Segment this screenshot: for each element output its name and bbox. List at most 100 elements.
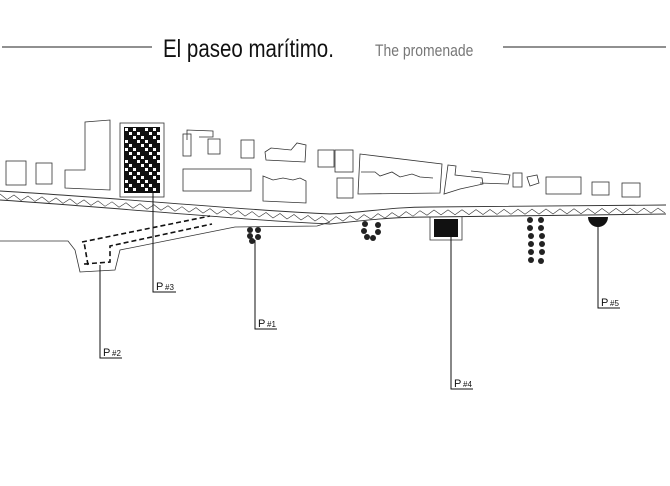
label-p5: P#5: [601, 297, 619, 309]
tree-icon: [247, 233, 253, 239]
p4-building: [434, 219, 458, 237]
label-p3: P#3: [156, 281, 174, 293]
leader-lines: [99, 192, 620, 390]
tree-icon: [249, 238, 255, 244]
svg-text:P: P: [454, 378, 461, 390]
window-cell: [157, 152, 160, 155]
window-cell: [137, 160, 140, 163]
window-cell: [153, 156, 156, 159]
window-cell: [129, 152, 132, 155]
window-cell: [141, 164, 144, 167]
window-cell: [125, 128, 128, 131]
tree-icon: [375, 229, 381, 235]
p3-building: [119, 122, 165, 198]
tree-icon: [527, 217, 533, 223]
tree-icon: [375, 222, 381, 228]
svg-text:#4: #4: [463, 380, 472, 389]
svg-text:P: P: [103, 347, 110, 359]
svg-text:#1: #1: [267, 320, 276, 329]
tree-icon: [364, 234, 370, 240]
window-cell: [133, 188, 136, 191]
window-cell: [125, 160, 128, 163]
promenade-edge: [0, 217, 463, 273]
window-cell: [141, 144, 144, 147]
window-cell: [129, 164, 132, 167]
window-cell: [129, 144, 132, 147]
window-cell: [149, 132, 152, 135]
window-cell: [145, 128, 148, 131]
window-cell: [157, 160, 160, 163]
tree-icon: [539, 249, 545, 255]
svg-text:#5: #5: [610, 299, 619, 308]
window-cell: [125, 148, 128, 151]
tree-icon: [255, 234, 261, 240]
p2-path: [81, 215, 213, 266]
svg-text:#3: #3: [165, 283, 174, 292]
window-cell: [125, 180, 128, 183]
tree-icon: [528, 249, 534, 255]
window-cell: [133, 128, 136, 131]
window-cell: [145, 188, 148, 191]
tree-icon: [528, 233, 534, 239]
label-p1: P#1: [258, 318, 276, 330]
tree-icon: [247, 227, 253, 233]
window-cell: [153, 168, 156, 171]
trees: [247, 217, 545, 264]
window-cell: [133, 148, 136, 151]
window-cell: [153, 136, 156, 139]
window-cell: [125, 168, 128, 171]
tree-icon: [539, 233, 545, 239]
tree-icon: [528, 241, 534, 247]
window-cell: [153, 128, 156, 131]
window-cell: [125, 140, 128, 143]
window-cell: [137, 132, 140, 135]
tree-icon: [538, 258, 544, 264]
window-cell: [149, 164, 152, 167]
window-cell: [141, 136, 144, 139]
window-cell: [145, 168, 148, 171]
window-cell: [157, 172, 160, 175]
window-cell: [149, 184, 152, 187]
city-blocks: [5, 119, 641, 204]
tree-icon: [527, 225, 533, 231]
window-cell: [149, 172, 152, 175]
window-cell: [145, 148, 148, 151]
window-cell: [137, 180, 140, 183]
svg-text:#2: #2: [112, 349, 121, 358]
tree-icon: [255, 227, 261, 233]
window-cell: [145, 140, 148, 143]
svg-text:P: P: [258, 318, 265, 330]
window-cell: [157, 140, 160, 143]
window-cell: [125, 188, 128, 191]
window-cell: [133, 136, 136, 139]
window-cell: [137, 152, 140, 155]
window-cell: [133, 156, 136, 159]
tree-icon: [370, 235, 376, 241]
label-p4: P#4: [454, 378, 472, 390]
svg-text:P: P: [156, 281, 163, 293]
window-cell: [145, 160, 148, 163]
window-cell: [149, 152, 152, 155]
window-cell: [133, 168, 136, 171]
window-cell: [129, 172, 132, 175]
window-cell: [153, 188, 156, 191]
window-cell: [129, 132, 132, 135]
window-cell: [133, 176, 136, 179]
window-cell: [153, 148, 156, 151]
window-cell: [141, 176, 144, 179]
coastline: [0, 190, 667, 225]
window-cell: [141, 156, 144, 159]
window-cell: [137, 172, 140, 175]
window-cell: [141, 184, 144, 187]
label-p2: P#2: [103, 347, 121, 359]
page-subtitle: The promenade: [375, 42, 473, 61]
window-cell: [145, 180, 148, 183]
window-cell: [157, 180, 160, 183]
svg-text:P: P: [601, 297, 608, 309]
window-cell: [137, 140, 140, 143]
window-cell: [157, 132, 160, 135]
tree-icon: [538, 225, 544, 231]
tree-icon: [539, 241, 545, 247]
tree-icon: [361, 228, 367, 234]
